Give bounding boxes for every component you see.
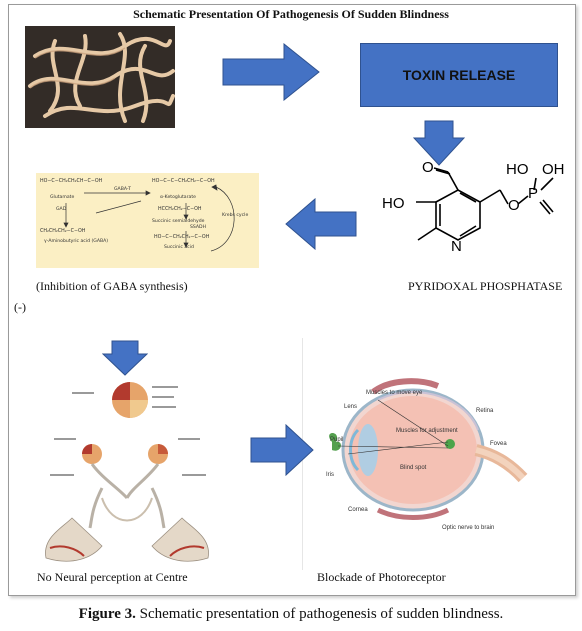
figure-caption: Figure 3. Schematic presentation of path… — [0, 606, 582, 623]
atom-n: N — [451, 238, 462, 255]
label-lens: Lens — [344, 404, 358, 410]
figure-caption-text: Schematic presentation of pathogenesis o… — [135, 606, 504, 622]
visual-pathway-illustration — [45, 382, 209, 562]
label-cornea: Cornea — [348, 507, 368, 513]
label-muscles: Muscles to move eye — [366, 390, 423, 396]
arrow-right-2 — [250, 424, 314, 476]
toxin-release-box: TOXIN RELEASE — [360, 43, 558, 107]
atom-o: O — [508, 197, 520, 214]
atom-p: P — [528, 185, 538, 202]
photoreceptor-caption: Blockade of Photoreceptor — [317, 570, 446, 584]
chem-gad: GAD — [56, 207, 67, 212]
chem-krebs: Krebs cycle — [222, 213, 249, 218]
label-iris: Iris — [326, 472, 334, 478]
label-fovea: Fovea — [490, 441, 507, 447]
label-pupil: Pupil — [330, 437, 344, 443]
gaba-caption: (Inhibition of GABA synthesis) — [36, 279, 188, 293]
label-blind-spot: Blind spot — [400, 465, 427, 471]
label-muscle-adj: Muscles for adjustment — [396, 428, 458, 434]
gaba-pathway-arrows — [63, 184, 235, 252]
chem-gaba-t: GABA-T — [114, 187, 131, 192]
pyridoxal-molecule: O HO N O P HO OH — [382, 159, 565, 255]
diagram-title: Schematic Presentation Of Pathogenesis O… — [133, 7, 449, 21]
atom-o-aldehyde: O — [422, 159, 434, 176]
eye-diagram — [329, 378, 528, 520]
arrow-right-1 — [222, 43, 320, 101]
gaba-pathway-panel: HO−C−CH₂CH₂CH−C−OH Glutamate GAD GABA-T … — [36, 173, 259, 268]
chem-ketoglutarate: α-Ketoglutarate — [160, 195, 196, 200]
molecule-label: PYRIDOXAL PHOSPHATASE — [408, 279, 563, 293]
arrow-left-1 — [285, 198, 357, 250]
atom-ho: HO — [382, 195, 405, 212]
atom-oh: OH — [542, 161, 565, 178]
chem-succinic: Succinic acid — [164, 245, 194, 250]
arrow-down-1 — [413, 120, 465, 166]
inhibition-mark: (-) — [14, 300, 26, 314]
arrow-down-2 — [102, 340, 148, 376]
label-optic-nerve: Optic nerve to brain — [442, 525, 495, 531]
figure-caption-label: Figure 3. — [78, 606, 136, 622]
chem-ssadh: SSADH — [190, 225, 207, 230]
neural-caption: No Neural perception at Centre — [37, 570, 188, 584]
chem-ssa: Succinic semialdehyde — [152, 219, 205, 224]
worm-photo — [25, 26, 175, 128]
atom-ho2: HO — [506, 161, 529, 178]
label-retina: Retina — [476, 408, 494, 414]
chem-gaba: γ-Aminobutyric acid (GABA) — [44, 239, 109, 244]
chem-glutamate: Glutamate — [50, 195, 75, 200]
